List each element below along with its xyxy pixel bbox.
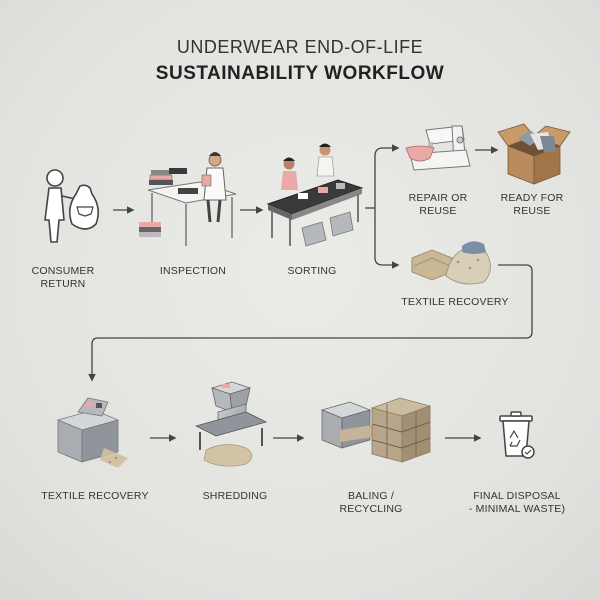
shredder-machine-icon: [194, 381, 268, 467]
step-label-inspection: INSPECTION: [159, 265, 227, 277]
inspector-at-table-icon: [139, 152, 237, 246]
title-line-1: UNDERWEAR END-OF-LIFE: [176, 37, 424, 57]
arrow-recovery-loop: [88, 264, 533, 382]
textile-machine-icon: [56, 397, 128, 468]
step-label-sorting: SORTING: [287, 265, 337, 277]
arrow-branch-to-recovery: [374, 208, 400, 269]
workers-conveyor-icon: [266, 143, 364, 247]
title-line-2: SUSTAINABILITY WORKFLOW: [155, 63, 445, 84]
step-label-ready-for-reuse: READY FOR REUSE: [500, 192, 564, 217]
person-with-bag-icon: [44, 169, 100, 243]
step-label-consumer-return: CONSUMER RETURN: [31, 265, 95, 290]
step-label-baling-recycling: BALING / RECYCLING: [339, 490, 403, 515]
fiber-piles-icon: [411, 241, 491, 285]
step-label-final-disposal: FINAL DISPOSAL - MINIMAL WASTE): [468, 490, 566, 515]
step-label-textile-recovery-top: TEXTILE RECOVERY: [401, 296, 509, 308]
step-label-repair-reuse: REPAIR OR REUSE: [408, 192, 468, 217]
baler-bales-icon: [320, 397, 432, 463]
open-box-icon: [497, 123, 571, 185]
step-label-shredding: SHREDDING: [202, 490, 268, 502]
recycle-bin-icon: [499, 411, 535, 459]
sewing-machine-icon: [405, 125, 471, 171]
step-label-textile-recovery-bottom: TEXTILE RECOVERY: [41, 490, 149, 502]
arrow-branch-to-repair: [374, 144, 400, 208]
